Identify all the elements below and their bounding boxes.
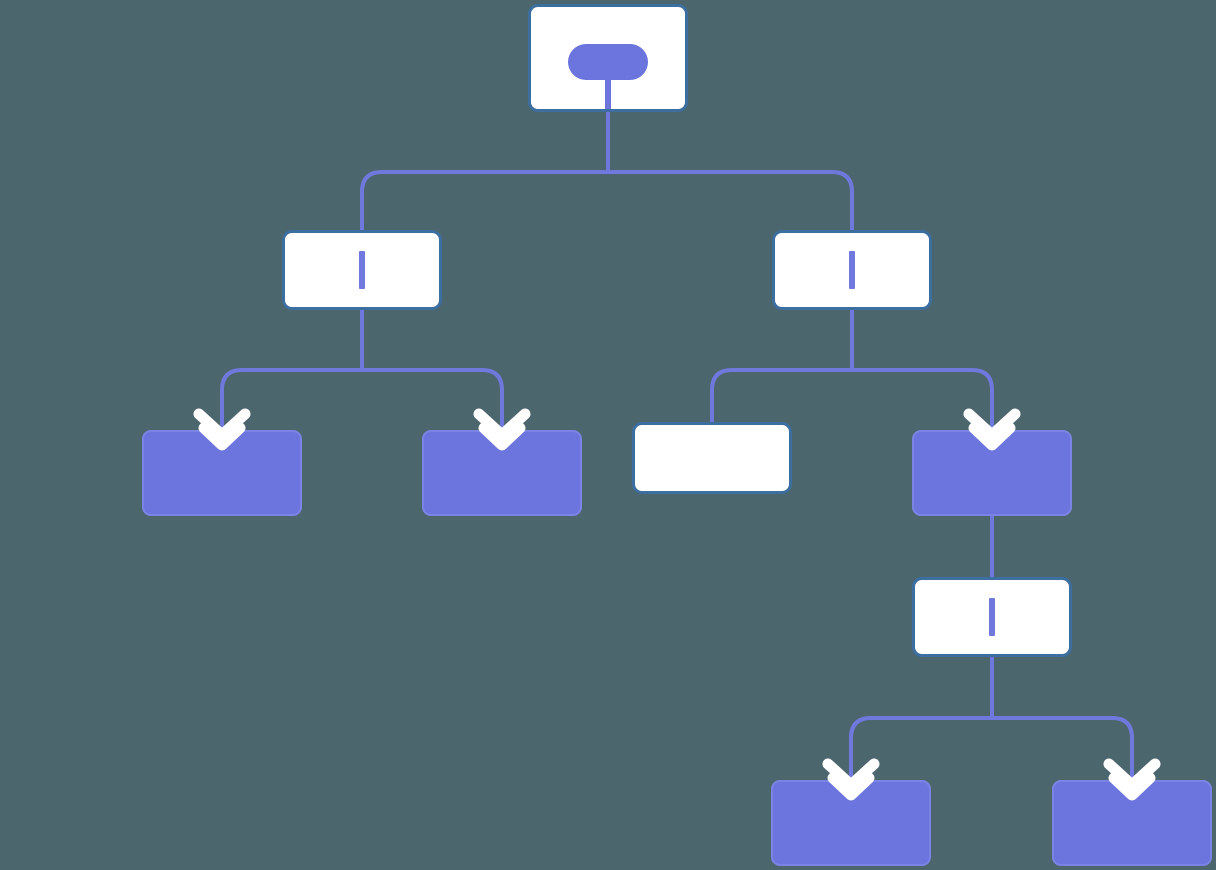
leaf-node-4[interactable] [1052, 780, 1212, 866]
branch-node-left[interactable] [282, 230, 442, 310]
leaf-node-2[interactable] [422, 430, 582, 516]
leaf-node-1[interactable] [142, 430, 302, 516]
leaf-node-3[interactable] [771, 780, 931, 866]
branch-node-right[interactable] [772, 230, 932, 310]
root-node[interactable] [528, 4, 688, 112]
edge-root-to-right-branch [608, 170, 854, 230]
branch-node-lower[interactable] [912, 577, 1072, 657]
root-pill-stem [605, 77, 611, 109]
root-pill-badge [568, 44, 648, 80]
node-tick-mark [989, 598, 995, 636]
plain-card-node[interactable] [632, 422, 792, 494]
edge-root-to-left-branch [360, 170, 608, 230]
node-tick-mark [359, 251, 365, 289]
edge-right-branch-to-plain-card [710, 368, 852, 422]
node-tick-mark [849, 251, 855, 289]
sub-branch-node[interactable] [912, 430, 1072, 516]
